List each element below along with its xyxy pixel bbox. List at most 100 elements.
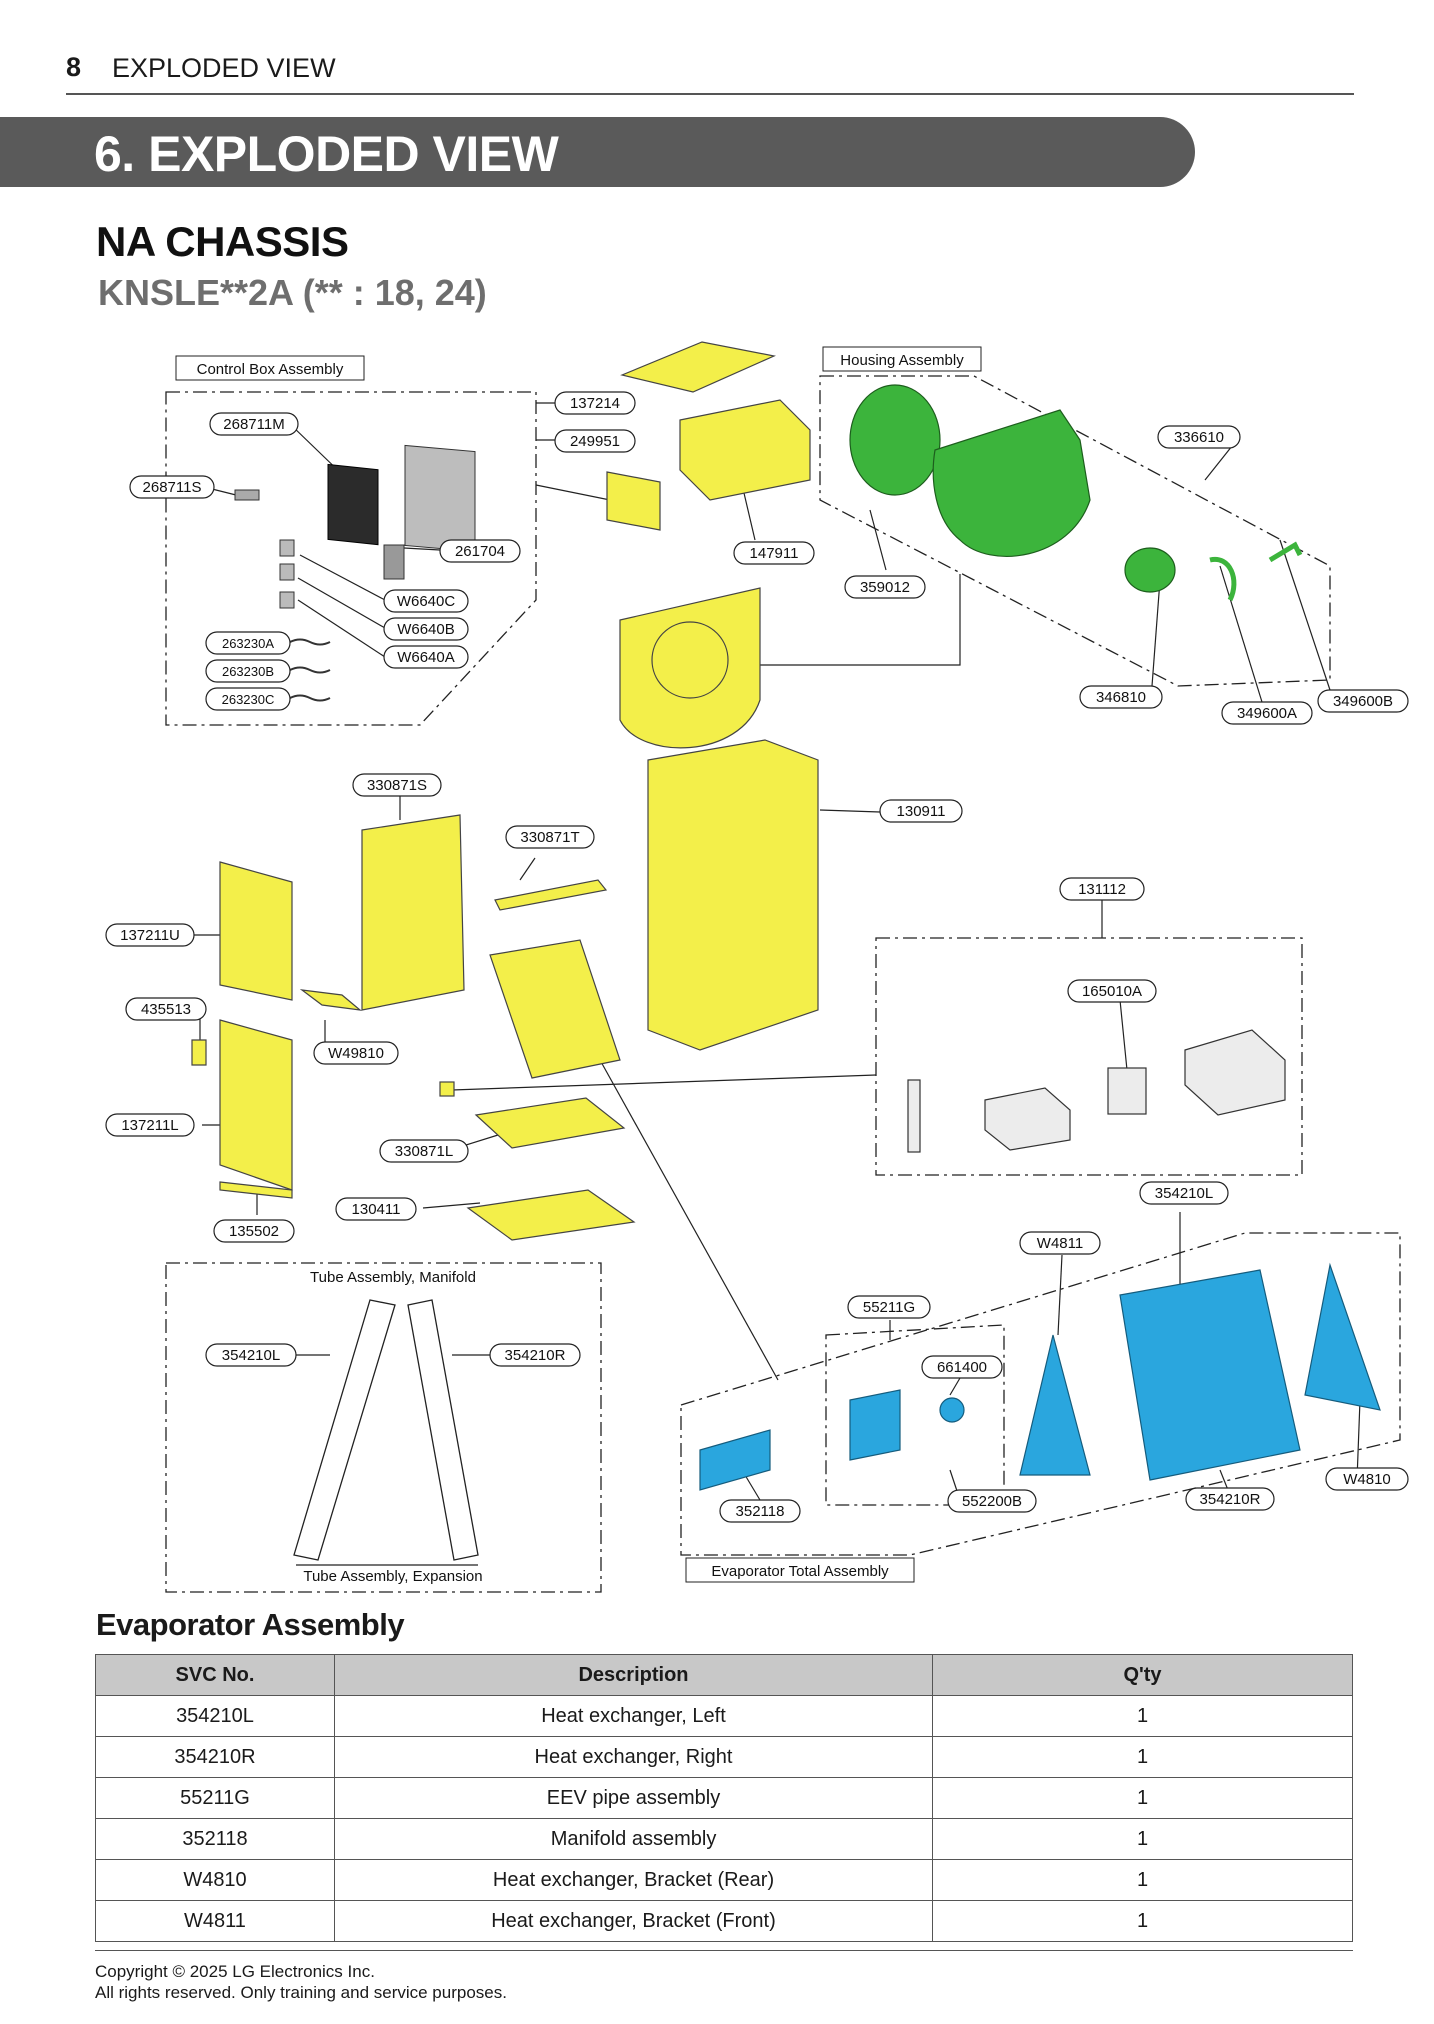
callout-W4811: W4811 (1019, 1231, 1101, 1255)
callout-W6640A: W6640A (383, 645, 469, 669)
callout-131112: 131112 (1059, 877, 1145, 901)
header-svc-no: SVC No. (95, 1654, 335, 1696)
callout-352118: 352118 (719, 1499, 801, 1523)
svg-text:349600A: 349600A (1237, 705, 1297, 722)
svg-text:354210L: 354210L (1155, 1185, 1213, 1202)
callout-349600B: 349600B (1317, 689, 1409, 713)
table-row: W4811 Heat exchanger, Bracket (Front) 1 (95, 1900, 1353, 1942)
table-row: W4810 Heat exchanger, Bracket (Rear) 1 (95, 1859, 1353, 1901)
small-clip (191, 1039, 207, 1066)
svc-no-cell: 354210R (95, 1736, 335, 1778)
green-parts (849, 384, 1303, 602)
clip-part (439, 1081, 455, 1097)
svg-text:263230B: 263230B (222, 664, 274, 679)
table-header-row: SVC No. Description Q'ty (95, 1654, 1353, 1696)
callout-249951: 249951 (554, 429, 636, 453)
svg-text:354210R: 354210R (505, 1347, 566, 1364)
header-description: Description (334, 1654, 933, 1696)
svg-text:268711S: 268711S (143, 479, 202, 496)
qty-cell: 1 (932, 1736, 1353, 1778)
description-cell: Heat exchanger, Bracket (Front) (334, 1900, 933, 1942)
callout-W49810: W49810 (313, 1041, 399, 1065)
heater-rod (907, 1079, 921, 1153)
svg-text:346810: 346810 (1096, 689, 1146, 706)
callout-330871S: 330871S (352, 773, 442, 797)
wire-b (289, 666, 331, 674)
callout-354210L-top: 354210L (1139, 1181, 1229, 1205)
exploded-diagram: Control Box Assembly Housing Assembly Tu… (105, 341, 1409, 1593)
description-cell: Heat exchanger, Bracket (Rear) (334, 1859, 933, 1901)
svg-text:435513: 435513 (141, 1001, 191, 1018)
control-box-bracket (606, 471, 661, 531)
table-row: 354210R Heat exchanger, Right 1 (95, 1736, 1353, 1778)
top-rail (494, 879, 608, 911)
svc-no-cell: 354210L (95, 1695, 335, 1737)
pcb-board (327, 463, 379, 546)
eev-coil (939, 1397, 965, 1423)
svg-text:W4811: W4811 (1037, 1235, 1083, 1252)
qty-cell: 1 (932, 1777, 1353, 1819)
callout-147911: 147911 (733, 541, 815, 565)
callout-349600A: 349600A (1221, 701, 1313, 725)
callout-130911: 130911 (879, 799, 963, 823)
housing-frame (819, 375, 1331, 687)
drain-pan-lower (466, 1189, 636, 1241)
heater-cover (1184, 1029, 1286, 1116)
fan-housing (932, 409, 1091, 557)
control-box-parts (234, 444, 476, 702)
heater-frame (875, 937, 1303, 1176)
callout-268711M: 268711M (209, 412, 299, 436)
svg-text:W4810: W4810 (1343, 1471, 1391, 1488)
callout-135502: 135502 (213, 1219, 295, 1243)
tube-assembly (293, 1299, 479, 1566)
motor-mount-a (1209, 556, 1237, 602)
copyright-text: Copyright © 2025 LG Electronics Inc. (95, 1962, 375, 1981)
wire-connector-b (279, 563, 295, 581)
header-rule (66, 93, 1354, 95)
svg-text:354210L: 354210L (222, 1347, 280, 1364)
callout-55211G: 55211G (847, 1295, 931, 1319)
rights-text: All rights reserved. Only training and s… (95, 1983, 507, 2002)
svg-text:354210R: 354210R (1200, 1491, 1261, 1508)
svc-no-cell: W4810 (95, 1859, 335, 1901)
bracket-rear (1304, 1262, 1381, 1411)
wire-c (289, 694, 331, 702)
callout-346810: 346810 (1079, 685, 1163, 709)
group-label-housing: Housing Assembly (822, 346, 982, 372)
callout-552200B: 552200B (947, 1489, 1037, 1513)
evaporator-assembly-title: Evaporator Assembly (96, 1607, 405, 1642)
manifold (699, 1429, 771, 1491)
callout-137211U: 137211U (105, 923, 195, 947)
top-cover (620, 341, 776, 393)
callout-354210R-bot: 354210R (1185, 1487, 1275, 1511)
svg-text:263230C: 263230C (222, 692, 275, 707)
svg-text:131112: 131112 (1078, 881, 1126, 898)
svg-text:349600B: 349600B (1333, 693, 1393, 710)
bracket-rail (299, 989, 362, 1011)
footer-rule (95, 1950, 1353, 1951)
side-panel (361, 814, 465, 1011)
wire-connector-a (279, 591, 295, 609)
motor-mount-b (1268, 541, 1303, 563)
svg-text:263230A: 263230A (222, 636, 274, 651)
svg-text:55211G: 55211G (863, 1299, 915, 1316)
terminal-part (383, 544, 405, 580)
model-title: KNSLE**2A (** : 18, 24) (98, 272, 487, 313)
front-panel-lower (219, 1019, 293, 1191)
heat-exchanger (1119, 1269, 1301, 1481)
svg-text:165010A: 165010A (1082, 983, 1142, 1000)
svg-text:130911: 130911 (897, 803, 946, 820)
group-label-tube-manifold: Tube Assembly, Manifold (310, 1269, 476, 1286)
callout-263230B: 263230B (205, 659, 291, 683)
description-cell: Heat exchanger, Right (334, 1736, 933, 1778)
svg-text:330871L: 330871L (395, 1143, 453, 1160)
description-cell: Manifold assembly (334, 1818, 933, 1860)
svg-text:137211L: 137211L (121, 1117, 178, 1134)
svg-text:Housing Assembly: Housing Assembly (840, 352, 964, 369)
tube-frame (165, 1262, 602, 1593)
wire-a (289, 638, 331, 646)
chassis-title: NA CHASSIS (96, 218, 349, 265)
callout-354210R-tube: 354210R (489, 1343, 581, 1367)
fan-wheel (849, 384, 941, 496)
callout-435513: 435513 (125, 997, 207, 1021)
